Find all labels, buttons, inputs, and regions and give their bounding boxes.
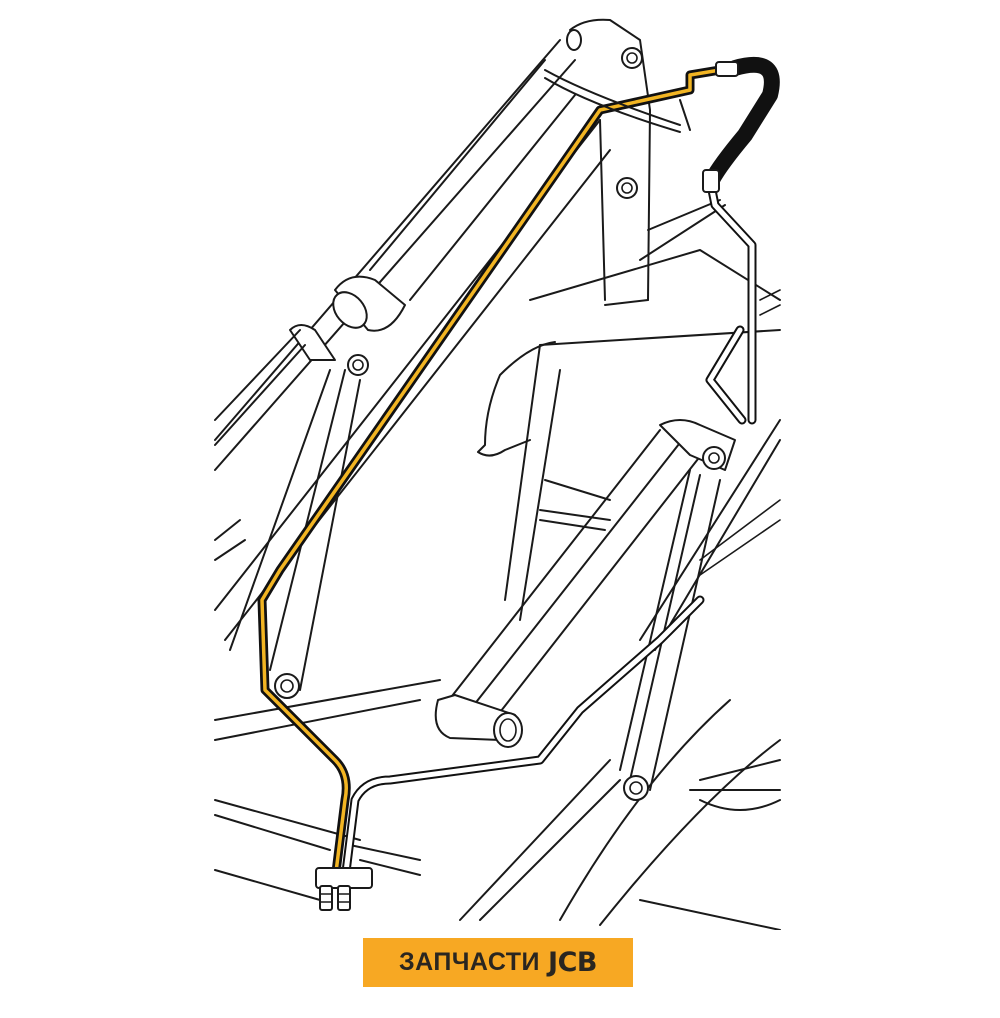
chassis-frame [214, 18, 781, 930]
parts-diagram [214, 18, 781, 930]
tilt-linkage [434, 175, 781, 801]
hydraulic-ram [214, 59, 576, 699]
banner-label: ЗАПЧАСТИ [399, 948, 541, 976]
highlighted-pipe [257, 56, 780, 885]
return-pipe [340, 595, 705, 885]
quick-coupler [315, 867, 373, 911]
highlighted-pipe-core [260, 68, 722, 882]
brand-logo-text: JCB [548, 947, 597, 978]
brand-banner: ЗАПЧАСТИ JCB [363, 938, 633, 987]
